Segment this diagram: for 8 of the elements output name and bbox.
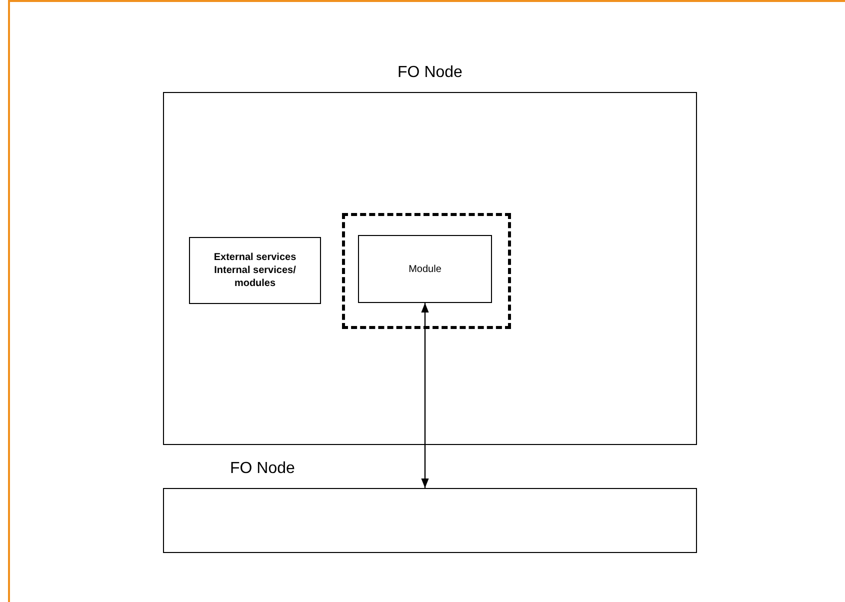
node-label: External services Internal services/ modules — [212, 251, 298, 290]
double-arrow — [421, 303, 429, 488]
dashed-group-box — [342, 213, 511, 329]
process-box — [358, 235, 492, 303]
node-title: FO Node — [230, 459, 295, 479]
process-box — [189, 237, 321, 304]
node-label: Module — [408, 262, 442, 276]
node-title: FO Node — [398, 63, 462, 83]
